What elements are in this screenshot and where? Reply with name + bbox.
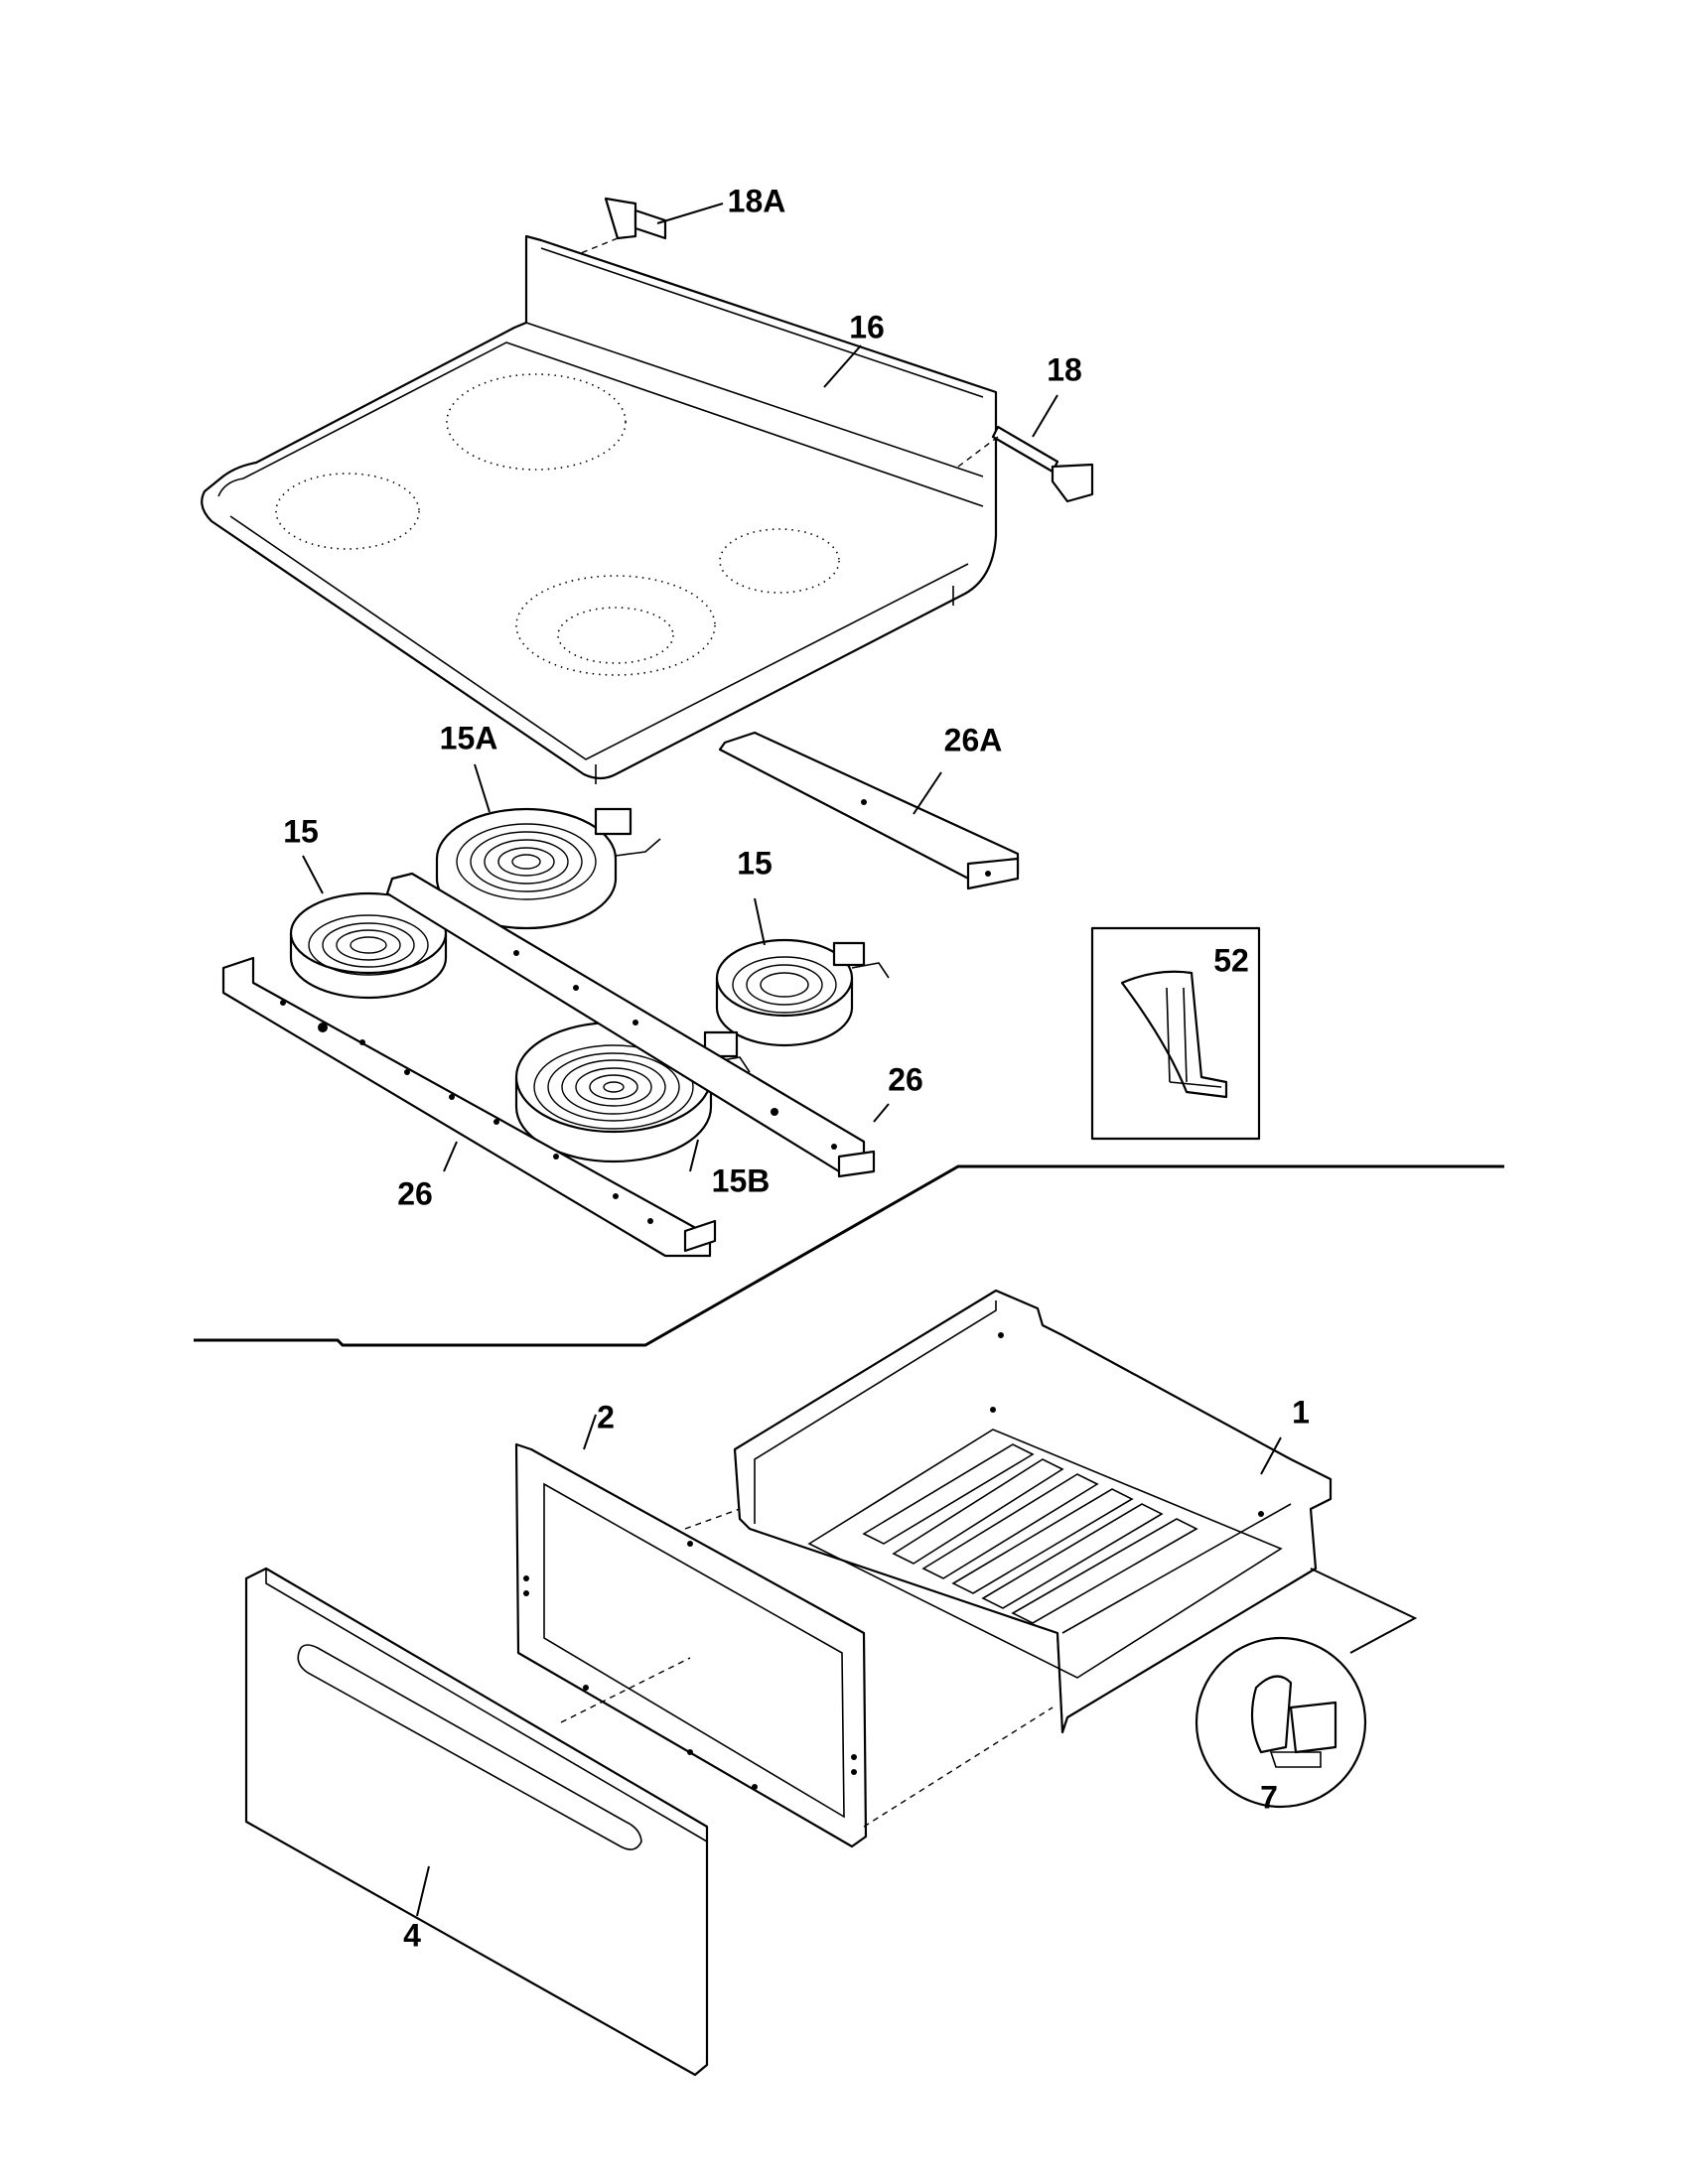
callout-18a: 18A <box>728 183 786 218</box>
glide-detail-icon <box>1250 1675 1337 1768</box>
element-15-left <box>289 891 479 1000</box>
element-15-right <box>715 938 890 1047</box>
callout-2: 2 <box>597 1399 615 1434</box>
rail-26-left <box>221 956 717 1258</box>
inset-box-52 <box>1090 926 1261 1141</box>
callout-7: 7 <box>1260 1779 1278 1815</box>
drawer-box <box>733 1289 1333 1734</box>
callout-16: 16 <box>849 309 885 344</box>
drawer-panel <box>244 1567 709 2077</box>
callout-26-right: 26 <box>888 1061 923 1097</box>
element-15a <box>435 807 661 930</box>
callout-26a: 26A <box>944 722 1003 757</box>
rail-26-right <box>385 872 876 1178</box>
callout-15a: 15A <box>440 720 498 755</box>
bracket-18a <box>580 197 667 254</box>
callout-15-left: 15 <box>283 813 319 849</box>
drawer-frame <box>514 1442 868 1848</box>
clip-detail-icon <box>1120 970 1228 1099</box>
callout-15b: 15B <box>712 1162 771 1198</box>
inset-circle-7 <box>1195 1568 1418 1809</box>
callout-52: 52 <box>1213 942 1249 978</box>
section-divider <box>194 1164 1504 1347</box>
callout-1: 1 <box>1292 1394 1310 1430</box>
bracket-18 <box>957 425 1094 503</box>
callout-15-right: 15 <box>737 845 773 881</box>
cooktop-glass-top <box>201 234 998 784</box>
callout-18: 18 <box>1047 351 1082 387</box>
callout-26-left: 26 <box>397 1175 433 1211</box>
bracket-26a <box>718 731 1020 890</box>
callout-4: 4 <box>403 1917 421 1953</box>
